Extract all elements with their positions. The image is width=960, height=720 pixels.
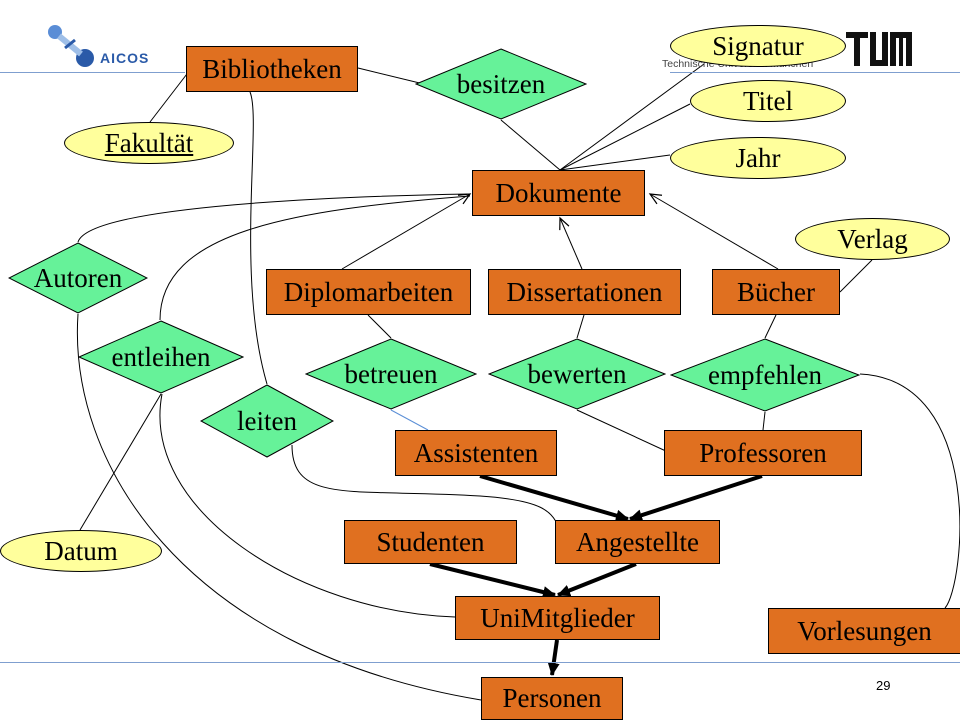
edge-buecher-dokumente: [648, 193, 779, 270]
entity-label: Assistenten: [413, 437, 539, 468]
entity-professoren: Professoren: [664, 430, 862, 476]
relationship-label: leiten: [237, 405, 297, 436]
edge-betreuen-assistenten: [390, 409, 429, 431]
entity-angestellte: Angestellte: [555, 520, 720, 564]
aicos-logo-text: AICOS: [100, 50, 150, 66]
entity-diplomarbeiten: Diplomarbeiten: [266, 269, 471, 315]
relationship-label: empfehlen: [708, 359, 822, 390]
relationship-bewerten: bewerten: [488, 338, 666, 410]
attribute-jahr: Jahr: [670, 137, 846, 179]
relationship-label: betreuen: [344, 358, 438, 389]
relationship-leiten: leiten: [200, 384, 334, 458]
edge-entleihen-dokumente: [159, 195, 471, 321]
edge-professoren-angestellte: [629, 474, 763, 521]
relationship-entleihen: entleihen: [78, 320, 244, 394]
entity-assistenten: Assistenten: [395, 430, 557, 476]
edge-bibliotheken-fakultaet: [149, 69, 191, 123]
relationship-empfehlen: empfehlen: [670, 338, 860, 412]
edge-verlag-buecher: [839, 259, 873, 293]
edge-assistenten-angestellte: [479, 474, 629, 522]
relationship-besitzen: besitzen: [415, 48, 587, 120]
entity-label: Angestellte: [576, 526, 699, 557]
edge-bewerten-professoren: [576, 409, 669, 453]
relationship-betreuen: betreuen: [305, 338, 477, 410]
header-rule-right: [670, 72, 960, 73]
edge-studenten-unimitglieder: [429, 562, 556, 598]
edge-buecher-empfehlen: [764, 314, 777, 339]
entity-label: Diplomarbeiten: [283, 276, 454, 307]
entity-studenten: Studenten: [344, 520, 517, 564]
edge-diplomarbeiten-betreuen: [367, 314, 392, 339]
edge-besitzen-dokumente: [500, 119, 561, 171]
entity-bibliotheken: Bibliotheken: [186, 46, 358, 92]
header-rule-left: [0, 72, 185, 73]
edge-leiten-angestellte: [291, 444, 561, 533]
attribute-label: Verlag: [837, 223, 908, 254]
entity-label: Bücher: [737, 276, 815, 307]
tum-logo-icon: [846, 32, 912, 66]
edge-entleihen-unimitglieder: [159, 393, 456, 618]
edge-entleihen-datum: [79, 393, 162, 531]
aicos-logo-icon: [48, 25, 94, 67]
attribute-label: Fakultät: [104, 127, 194, 158]
attribute-fakultaet: Fakultät: [64, 122, 234, 164]
edge-jahr-dokumente: [559, 154, 671, 171]
entity-label: Dissertationen: [506, 276, 663, 307]
entity-buecher: Bücher: [712, 269, 840, 315]
entity-unimitglieder: UniMitglieder: [455, 596, 660, 640]
attribute-label: Titel: [742, 85, 794, 116]
entity-vorlesungen: Vorlesungen: [768, 608, 960, 654]
entity-label: Professoren: [699, 437, 827, 468]
relationship-autoren: Autoren: [8, 242, 148, 314]
relationship-label: bewerten: [527, 358, 627, 389]
edge-autoren-dokumente: [77, 193, 471, 243]
entity-label: Personen: [502, 683, 602, 713]
entity-label: Bibliotheken: [202, 53, 342, 84]
relationship-label: entleihen: [111, 341, 211, 372]
attribute-signatur: Signatur: [670, 25, 846, 67]
edge-autoren-personen: [76, 313, 482, 701]
edge-leiten-bibliotheken: [249, 91, 268, 385]
attribute-datum: Datum: [0, 530, 162, 572]
entity-personen: Personen: [481, 677, 623, 720]
edge-signatur-dokumente: [559, 63, 705, 171]
attribute-label: Datum: [44, 535, 118, 566]
edge-angestellte-unimitglieder: [557, 562, 637, 597]
edge-diplomarbeiten-dokumente: [341, 193, 472, 270]
attribute-label: Jahr: [735, 142, 781, 173]
edge-unimitglieder-personen: [547, 639, 560, 676]
relationship-label: Autoren: [33, 262, 123, 293]
attribute-verlag: Verlag: [795, 218, 950, 260]
edge-dissertationen-bewerten: [576, 314, 585, 339]
edge-empfehlen-professoren: [762, 411, 766, 431]
entity-label: Studenten: [376, 526, 485, 557]
attribute-titel: Titel: [690, 80, 846, 122]
footer-rule: [0, 662, 960, 663]
attribute-label: Signatur: [712, 30, 804, 61]
relationship-label: besitzen: [456, 68, 546, 99]
entity-label: Vorlesungen: [797, 615, 932, 646]
entity-dissertationen: Dissertationen: [488, 269, 681, 315]
page-number: 29: [876, 678, 891, 693]
edge-empfehlen-vorlesungen: [859, 373, 960, 609]
entity-dokumente: Dokumente: [472, 170, 645, 216]
edge-titel-dokumente: [559, 103, 691, 171]
edge-dissertationen-dokumente: [559, 216, 583, 270]
entity-label: UniMitglieder: [480, 602, 635, 633]
entity-label: Dokumente: [495, 177, 622, 208]
